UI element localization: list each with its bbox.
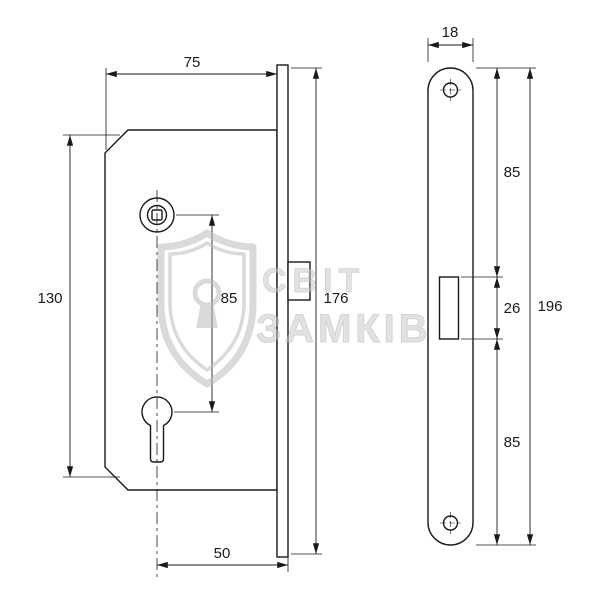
dim-18-label: 18 [442,24,459,41]
watermark-text-line2: ЗАМКІВ [256,307,432,351]
faceplate-edge [276,64,289,558]
dim-75-label: 75 [184,54,201,71]
watermark-text-line1: СВІТ [262,262,365,300]
latch-bolt [287,261,311,301]
dim-26-label: 26 [504,300,521,317]
dim-85top-label: 85 [504,164,521,181]
watermark-shield-inner [168,241,246,372]
faceplate-front-view: 18 85 26 85 196 [427,24,563,546]
dim-50-label: 50 [214,545,231,562]
watermark-shield-outer [157,229,257,388]
dim-176-label: 176 [323,290,348,307]
lock-body-side-view: 75 130 85 50 176 [37,54,349,578]
dim-196-label: 196 [537,298,562,315]
watermark: СВІТ ЗАМКІВ [157,229,432,388]
latch-cutout [438,276,460,340]
dim-130-label: 130 [37,290,62,307]
watermark-keyhole-stem [196,303,218,328]
dim-85-label: 85 [221,290,238,307]
dim-85bottom-label: 85 [504,434,521,451]
